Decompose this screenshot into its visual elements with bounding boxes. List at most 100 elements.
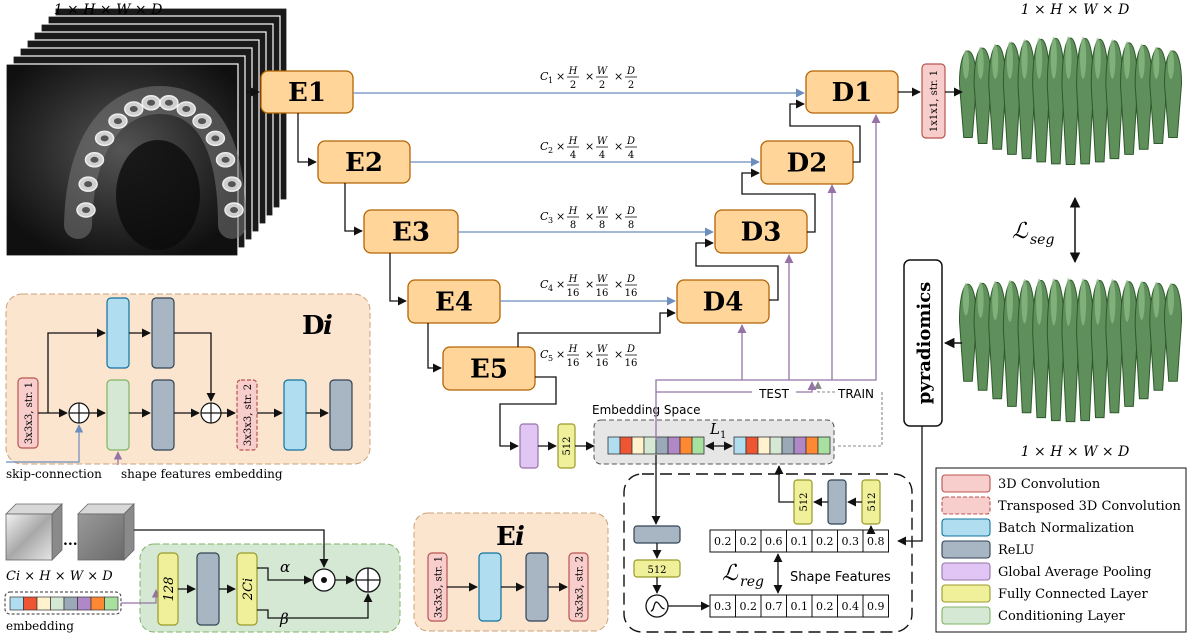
ct-scan-stack (5, 7, 288, 257)
embedding-cell (757, 436, 771, 455)
feature-cube-2 (77, 503, 135, 561)
svg-text:C: C (540, 348, 549, 361)
embedding-cell (745, 436, 759, 455)
di-relu-block (329, 379, 353, 451)
svg-text:ℒ: ℒ (722, 561, 739, 586)
feature-dims-label: Ci × H × W × D (6, 569, 113, 584)
svg-text:D: D (626, 136, 635, 147)
svg-text:3x3x3, str. 1: 3x3x3, str. 1 (24, 382, 35, 444)
encoder-e1: E1 (260, 70, 354, 114)
svg-text:512: 512 (562, 436, 573, 455)
legend-label: Conditioning Layer (998, 609, 1126, 624)
train-label: TRAIN (837, 387, 874, 401)
svg-text:×: × (585, 278, 594, 291)
svg-text:H: H (568, 136, 578, 147)
cond-add-node (355, 567, 381, 593)
ei-bn-block (478, 552, 502, 622)
decoder-d2-label: D2 (787, 149, 828, 179)
cond-relu (196, 552, 220, 626)
embedding-cell (619, 436, 633, 455)
ei-conv-block-1: 3x3x3, str. 1 (427, 552, 448, 622)
feature-value: 0.4 (842, 600, 860, 613)
svg-text:2Ci: 2Ci (241, 578, 256, 601)
legend-label: 3D Convolution (998, 477, 1101, 492)
svg-text:×: × (556, 348, 565, 361)
svg-text:D: D (626, 66, 635, 77)
svg-text:512: 512 (867, 492, 878, 511)
embedding-cell (655, 436, 669, 455)
di-title-sub: i (323, 311, 333, 341)
embedding-cell (817, 436, 831, 455)
svg-text:reg: reg (740, 574, 764, 590)
shape-embedding-label: shape features embedding (121, 467, 283, 481)
embedding-cell (607, 436, 621, 455)
embedding-vector-target (733, 436, 831, 455)
regression-box (623, 473, 913, 633)
svg-text:16: 16 (596, 358, 609, 369)
di-title: D (302, 311, 325, 341)
encoder-e4-label: E4 (435, 288, 473, 318)
svg-text:×: × (585, 140, 594, 153)
embedding-cell (63, 596, 78, 611)
svg-text:H: H (568, 66, 578, 77)
ei-conv-block-2: 3x3x3, str. 2 (568, 552, 589, 622)
bottom-dims-label: 1 × H × W × D (1021, 444, 1130, 460)
svg-text:3x3x3, str. 2: 3x3x3, str. 2 (575, 556, 586, 618)
fc-512-block-reg: 512 (633, 559, 681, 578)
teeth-render-bottom (958, 277, 1183, 423)
decoder-d1: D1 (805, 70, 899, 114)
svg-text:×: × (585, 70, 594, 83)
embedding-cell (23, 596, 38, 611)
svg-text:4: 4 (570, 150, 576, 161)
decoder-d3-label: D3 (741, 218, 782, 248)
feature-value: 0.9 (867, 600, 885, 613)
feature-value: 0.2 (740, 600, 758, 613)
svg-text:8: 8 (570, 220, 576, 231)
fc-512-block-shape-b: 512 (793, 479, 813, 525)
svg-text:8: 8 (628, 220, 634, 231)
svg-text:128: 128 (162, 577, 177, 602)
svg-text:2: 2 (628, 80, 634, 91)
svg-text:8: 8 (599, 220, 605, 231)
embedding-cell (36, 596, 51, 611)
svg-text:C: C (540, 210, 549, 223)
embedding-cell (9, 596, 24, 611)
svg-text:×: × (585, 210, 594, 223)
embedding-cell (643, 436, 657, 455)
embedding-cell (679, 436, 693, 455)
svg-text:pyradiomics: pyradiomics (914, 282, 935, 405)
input-dims-label: 1 × H × W × D (54, 2, 163, 18)
feature-value: 0.8 (867, 535, 885, 548)
feature-cell (862, 529, 889, 553)
feature-value: 0.1 (791, 600, 809, 613)
svg-text:×: × (585, 348, 594, 361)
embedding-cell (631, 436, 645, 455)
embedding-cell (781, 436, 795, 455)
legend-item: 3D Convolution (941, 474, 1101, 493)
alpha-label: α (280, 558, 290, 576)
embedding-cell (805, 436, 819, 455)
legend-item: Transposed 3D Convolution (941, 496, 1182, 515)
decoder-d1-label: D1 (832, 78, 873, 108)
cond-fc-2c: 2Ci (236, 552, 258, 626)
embedding-cell (667, 436, 681, 455)
di-panel: D i (5, 293, 371, 465)
embedding-label: embedding (6, 619, 74, 633)
encoder-e4: E4 (407, 279, 501, 324)
embedding-cell (691, 436, 705, 455)
loss-seg: ℒ seg (1012, 219, 1054, 248)
cond-fc-128: 128 (157, 552, 179, 626)
svg-text:×: × (556, 278, 565, 291)
svg-text:2: 2 (548, 146, 553, 155)
encoder-e5: E5 (442, 346, 536, 391)
svg-text:3x3x3, str. 1: 3x3x3, str. 1 (434, 556, 445, 618)
ei-panel: E i (413, 512, 609, 632)
svg-text:3: 3 (548, 216, 553, 225)
svg-text:H: H (568, 344, 578, 355)
decoder-d4-label: D4 (703, 288, 744, 318)
svg-text:×: × (556, 70, 565, 83)
